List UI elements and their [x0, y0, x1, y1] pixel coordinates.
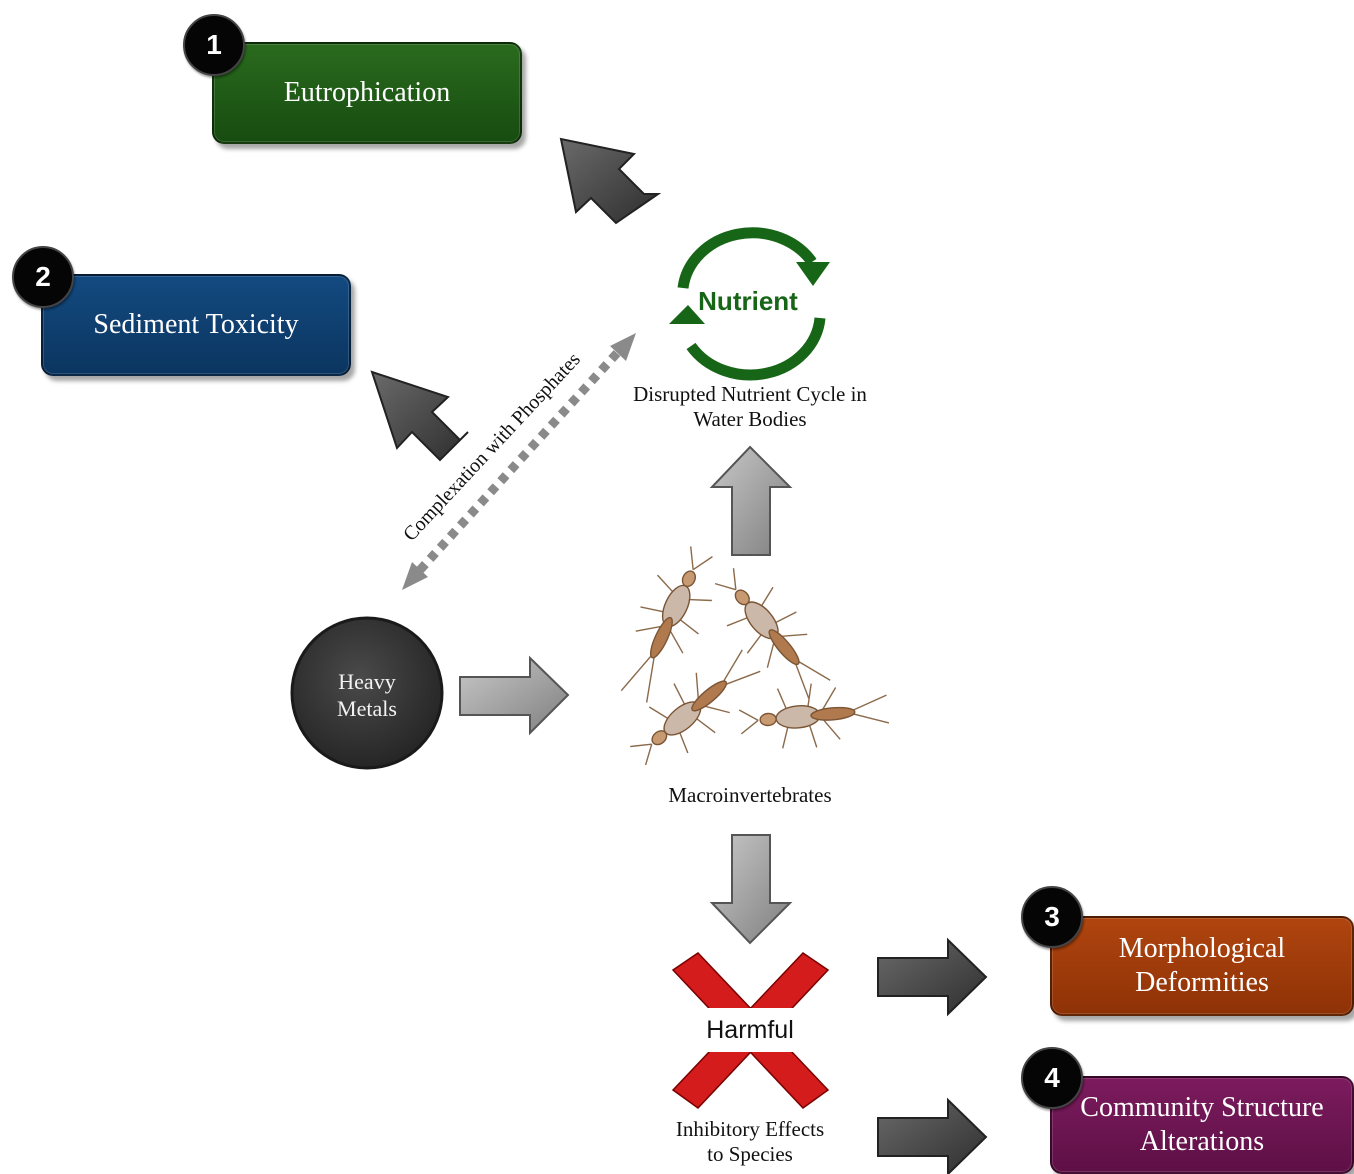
- eutrophication-label: Eutrophication: [283, 77, 451, 108]
- badge-3: 3: [1021, 886, 1083, 948]
- nutrient-caption-line1: Disrupted Nutrient Cycle in: [633, 382, 867, 406]
- nutrient-caption-line2: Water Bodies: [693, 407, 807, 431]
- harmful-icon-text: Harmful: [706, 1016, 794, 1044]
- insect-3: [630, 649, 761, 766]
- macroinvertebrates-illustration: [620, 546, 890, 766]
- morphological-label-line1: Morphological: [1118, 933, 1286, 964]
- sediment-toxicity-box: Sediment Toxicity: [41, 274, 351, 376]
- badge-2: 2: [12, 246, 74, 308]
- arrow-down-harmful: [709, 834, 793, 945]
- badge-1: 1: [183, 14, 245, 76]
- heavy-metals-line2: Metals: [337, 696, 397, 721]
- badge-4: 4: [1021, 1047, 1083, 1109]
- harmful-x-icon: [671, 952, 830, 1109]
- complexation-dotted-arrow: [402, 333, 636, 590]
- harmful-caption: Inhibitory Effects to Species: [630, 1117, 870, 1167]
- community-label-line2: Alterations: [1139, 1126, 1265, 1157]
- community-structure-box: Community Structure Alterations: [1050, 1076, 1354, 1174]
- harmful-caption-line2: to Species: [707, 1142, 793, 1166]
- sediment-toxicity-label: Sediment Toxicity: [93, 309, 299, 340]
- arrow-to-morphological: [877, 937, 988, 1017]
- macroinvertebrates-label: Macroinvertebrates: [668, 783, 832, 807]
- insect-4: [738, 683, 890, 749]
- nutrient-cycle-icon: [669, 227, 830, 381]
- morphological-deformities-box: Morphological Deformities: [1050, 916, 1354, 1016]
- morphological-label-line2: Deformities: [1135, 967, 1269, 998]
- insect-2: [714, 568, 831, 699]
- arrow-to-community: [877, 1097, 988, 1174]
- arrow-to-sediment-toxicity: [370, 370, 469, 462]
- arrow-up-nutrient: [709, 445, 793, 556]
- arrow-metals-to-macro: [459, 655, 570, 736]
- insect-1: [620, 546, 713, 703]
- arrow-to-eutrophication: [559, 137, 662, 225]
- heavy-metals-label: Heavy Metals: [297, 668, 437, 722]
- heavy-metals-circle: [290, 616, 444, 770]
- heavy-metals-line1: Heavy: [338, 669, 396, 694]
- nutrient-cycle-caption: Disrupted Nutrient Cycle in Water Bodies: [600, 382, 900, 432]
- nutrient-icon-text: Nutrient: [698, 286, 798, 316]
- eutrophication-box: Eutrophication: [212, 42, 522, 144]
- harmful-caption-line1: Inhibitory Effects: [675, 1117, 825, 1141]
- community-label-line1: Community Structure: [1080, 1092, 1324, 1123]
